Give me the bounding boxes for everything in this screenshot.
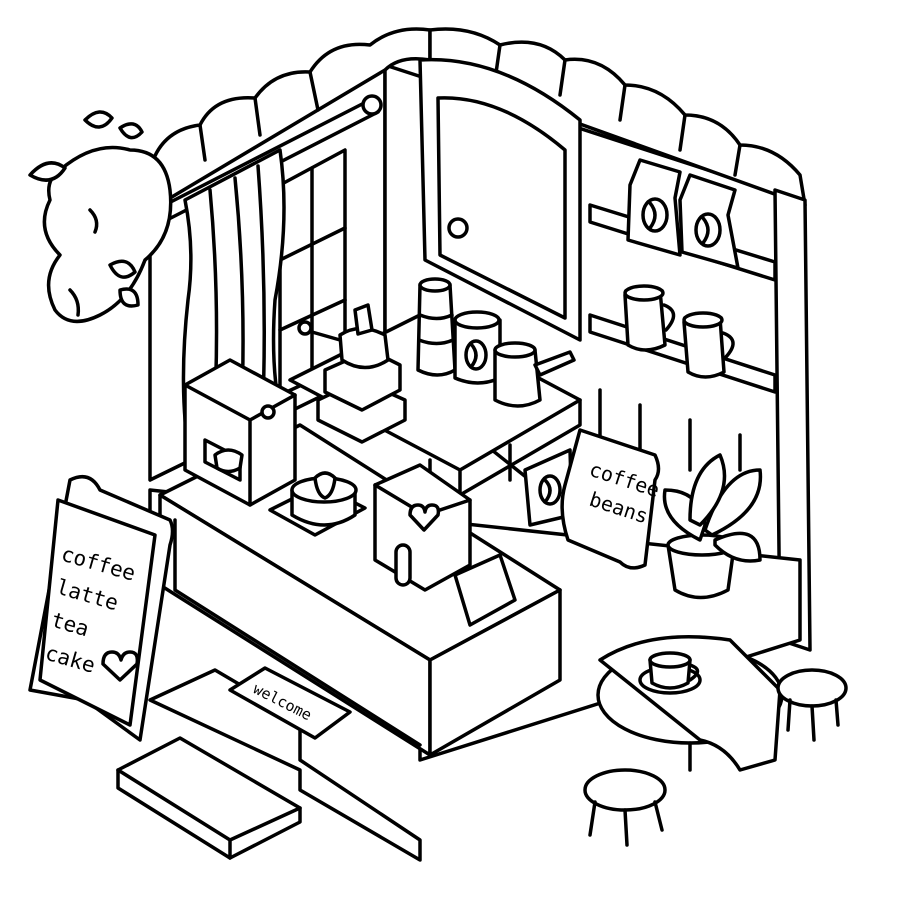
potted-plant bbox=[662, 453, 763, 600]
heart-icon bbox=[408, 503, 441, 532]
mugs-on-shelf bbox=[623, 284, 735, 379]
cup-stack bbox=[416, 277, 457, 377]
round-table bbox=[596, 635, 784, 772]
coffee-grinder bbox=[297, 303, 407, 444]
bean-pouch bbox=[523, 448, 574, 527]
back-door bbox=[418, 57, 582, 342]
coffee-bags bbox=[626, 158, 740, 270]
heart-icon bbox=[101, 650, 140, 682]
strawberry-icon bbox=[313, 471, 337, 500]
stool-right bbox=[776, 668, 848, 742]
stool-front bbox=[583, 768, 667, 847]
leaf-icon bbox=[713, 531, 762, 563]
kettle bbox=[493, 341, 576, 408]
coffee-tin bbox=[453, 310, 502, 385]
menu-board: coffee latte tea cake bbox=[28, 474, 175, 742]
cake bbox=[268, 471, 367, 537]
cash-register bbox=[373, 463, 517, 627]
coffee-beans-sign: coffee beans bbox=[560, 428, 663, 570]
hanging-plant bbox=[28, 110, 173, 324]
espresso-machine bbox=[183, 358, 297, 507]
